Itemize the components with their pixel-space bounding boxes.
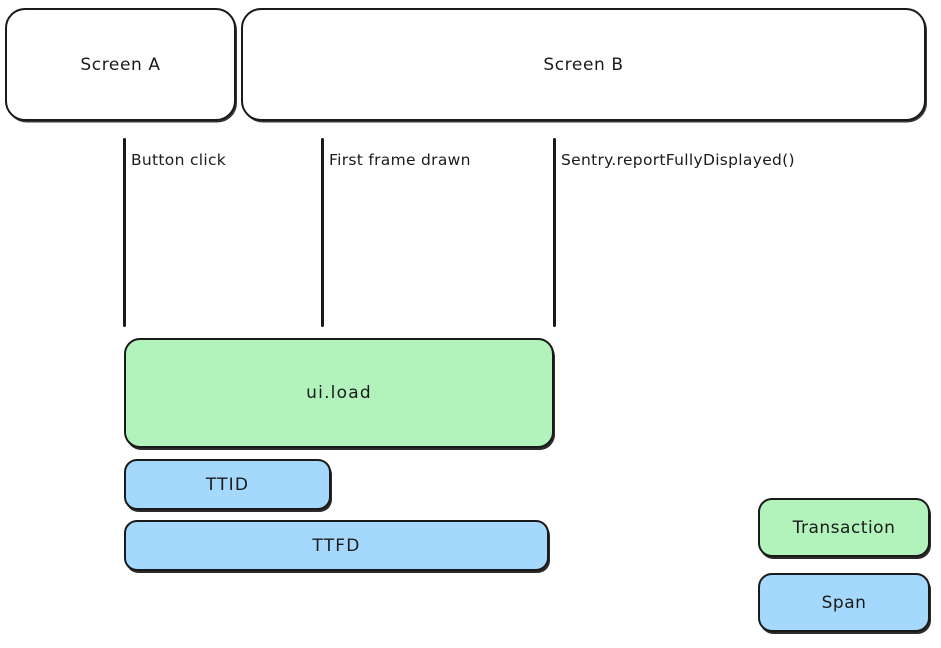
screen-a-label: Screen A: [80, 54, 161, 75]
marker-label-button-click: Button click: [131, 151, 227, 169]
bar-ui-load: ui.load: [124, 338, 554, 448]
legend-span: Span: [758, 573, 930, 632]
legend-span-label: Span: [821, 592, 867, 613]
marker-label-report-fully-displayed: Sentry.reportFullyDisplayed(): [561, 151, 795, 169]
marker-line-report-fully-displayed: [553, 138, 556, 327]
screen-box-b: Screen B: [241, 8, 926, 121]
screen-b-label: Screen B: [543, 54, 624, 75]
bar-ui-load-label: ui.load: [306, 383, 372, 403]
legend-transaction-label: Transaction: [792, 517, 896, 538]
bar-ttid: TTID: [124, 459, 331, 510]
legend-transaction: Transaction: [758, 498, 930, 557]
bar-ttfd: TTFD: [124, 520, 549, 571]
marker-line-first-frame-drawn: [321, 138, 324, 327]
screen-box-a: Screen A: [5, 8, 236, 121]
marker-line-button-click: [123, 138, 126, 327]
marker-label-first-frame-drawn: First frame drawn: [329, 151, 471, 169]
bar-ttfd-label: TTFD: [312, 535, 361, 556]
bar-ttid-label: TTID: [205, 474, 250, 495]
